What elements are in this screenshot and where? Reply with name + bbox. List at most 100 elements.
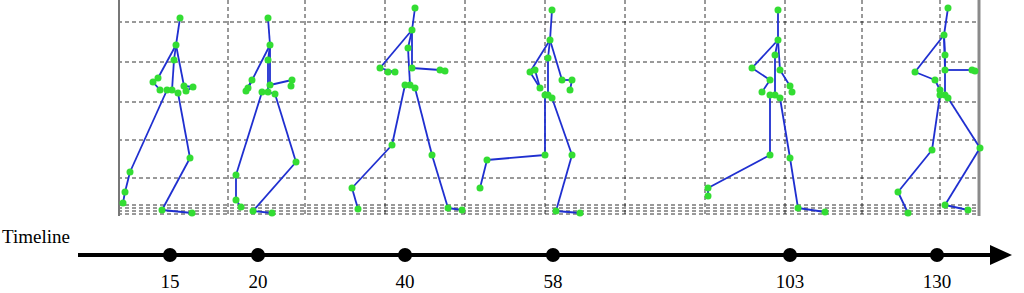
joint-dot (409, 27, 416, 34)
joint-dot (259, 89, 266, 96)
joint-dot (789, 89, 796, 96)
joint-dot (477, 185, 484, 192)
joint-dot (409, 65, 416, 72)
joint-dot (293, 159, 300, 166)
joint-dot (929, 147, 936, 154)
joint-dot (532, 67, 539, 74)
joint-dot (895, 189, 902, 196)
bone-line (780, 98, 790, 158)
joint-dot (265, 15, 272, 22)
joint-dot (150, 79, 157, 86)
joint-dot (549, 7, 556, 14)
joint-dot (569, 152, 576, 159)
bone-line (945, 69, 972, 71)
joint-dot (288, 83, 295, 90)
joint-dot (189, 210, 196, 217)
joint-dot (459, 207, 466, 214)
joint-dot (272, 91, 279, 98)
bone-line (411, 30, 413, 68)
bone-line (898, 150, 932, 192)
joint-dot (187, 155, 194, 162)
joint-dot (233, 172, 240, 179)
timeline-arrowhead (990, 245, 1012, 265)
timeline-frame-number: 40 (396, 272, 415, 291)
joint-dot (972, 68, 979, 75)
grid-lines (118, 0, 978, 215)
joint-dot (392, 69, 399, 76)
timeline-frame-number: 103 (776, 272, 805, 291)
joint-dot (120, 200, 127, 207)
joint-dot (265, 57, 272, 64)
joint-dot (767, 77, 774, 84)
joint-dot (977, 145, 984, 152)
bone-line (268, 18, 270, 45)
joint-dot (777, 95, 784, 102)
joint-dot (173, 42, 180, 49)
joint-dot (705, 185, 712, 192)
joint-dot (942, 52, 949, 59)
bone-line (552, 98, 572, 155)
bone-line (178, 93, 190, 158)
bone-line (235, 175, 237, 200)
bone-line (248, 45, 270, 88)
bone-line (275, 94, 296, 162)
joint-dot (942, 202, 949, 209)
timeline-frame-number: 58 (544, 272, 563, 291)
joint-dot (238, 204, 245, 211)
joint-dot (233, 197, 240, 204)
joint-dot (265, 89, 272, 96)
bone-line (480, 160, 487, 188)
joint-dot (249, 77, 256, 84)
joint-dot (355, 206, 362, 213)
bone-line (556, 155, 572, 211)
bone-line (172, 60, 174, 90)
joint-dot (267, 42, 274, 49)
joint-dot (164, 87, 171, 94)
bone-line (915, 35, 944, 72)
joint-dot (945, 5, 952, 12)
joint-dot (445, 205, 452, 212)
bone-line (432, 155, 448, 208)
joint-dot (569, 77, 576, 84)
joint-dot (822, 209, 829, 216)
joint-dot (787, 83, 794, 90)
bone-line (550, 10, 552, 40)
bone-line (544, 95, 546, 155)
joint-dot (553, 208, 560, 215)
joint-dot (749, 65, 756, 72)
joint-dot (289, 77, 296, 84)
panel-border (118, 0, 120, 216)
joint-dot (941, 32, 948, 39)
joint-dot (190, 84, 197, 91)
bone-line (253, 162, 296, 211)
bone-line (352, 145, 392, 188)
joint-dot (577, 210, 584, 217)
joint-dot (267, 82, 274, 89)
joint-dot (349, 185, 356, 192)
bone-line (944, 55, 946, 95)
bone-line (945, 148, 980, 205)
skeleton (477, 7, 584, 217)
bone-line (415, 88, 432, 155)
joint-dot (429, 152, 436, 159)
joint-dot (937, 92, 944, 99)
joint-dot (405, 45, 412, 52)
axis-title: Timeline (2, 227, 70, 246)
joint-dot (171, 57, 178, 64)
joint-dot (759, 89, 766, 96)
bone-line (556, 211, 580, 213)
joint-dot (412, 5, 419, 12)
skeleton (120, 15, 197, 217)
bone-line (487, 155, 545, 160)
joint-dot (389, 142, 396, 149)
bone-line (380, 30, 412, 68)
joint-dot (402, 82, 409, 89)
joint-dot (484, 157, 491, 164)
bone-line (774, 55, 776, 95)
joint-dot (177, 15, 184, 22)
joint-dot (545, 55, 552, 62)
joint-dot (567, 87, 574, 94)
joint-dot (159, 207, 166, 214)
joint-dot (905, 210, 912, 217)
